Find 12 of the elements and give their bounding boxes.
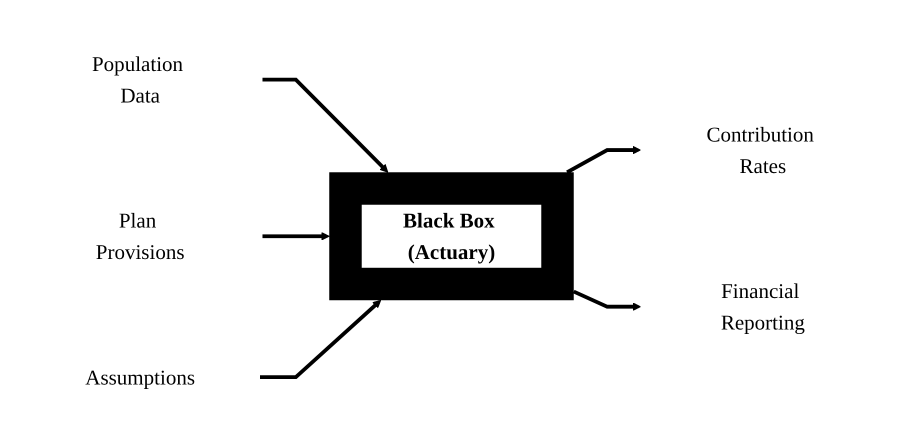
node-text: Plan Provisions (96, 208, 185, 264)
node-text: Population Data (92, 52, 184, 108)
arrow (262, 78, 388, 173)
arrow (572, 290, 641, 311)
node-text: Contribution Rates (706, 122, 814, 178)
arrow (260, 300, 382, 380)
node-box (329, 172, 574, 300)
node-text: Assumptions (85, 365, 196, 390)
node-text: Financial Reporting (720, 278, 805, 334)
arrow (262, 232, 330, 240)
flowchart: Population Data Plan Provisions Assumptions Black Box (Actuary) Contribution Rates Financial Reporting (10, 8, 893, 433)
arrow (566, 146, 641, 174)
